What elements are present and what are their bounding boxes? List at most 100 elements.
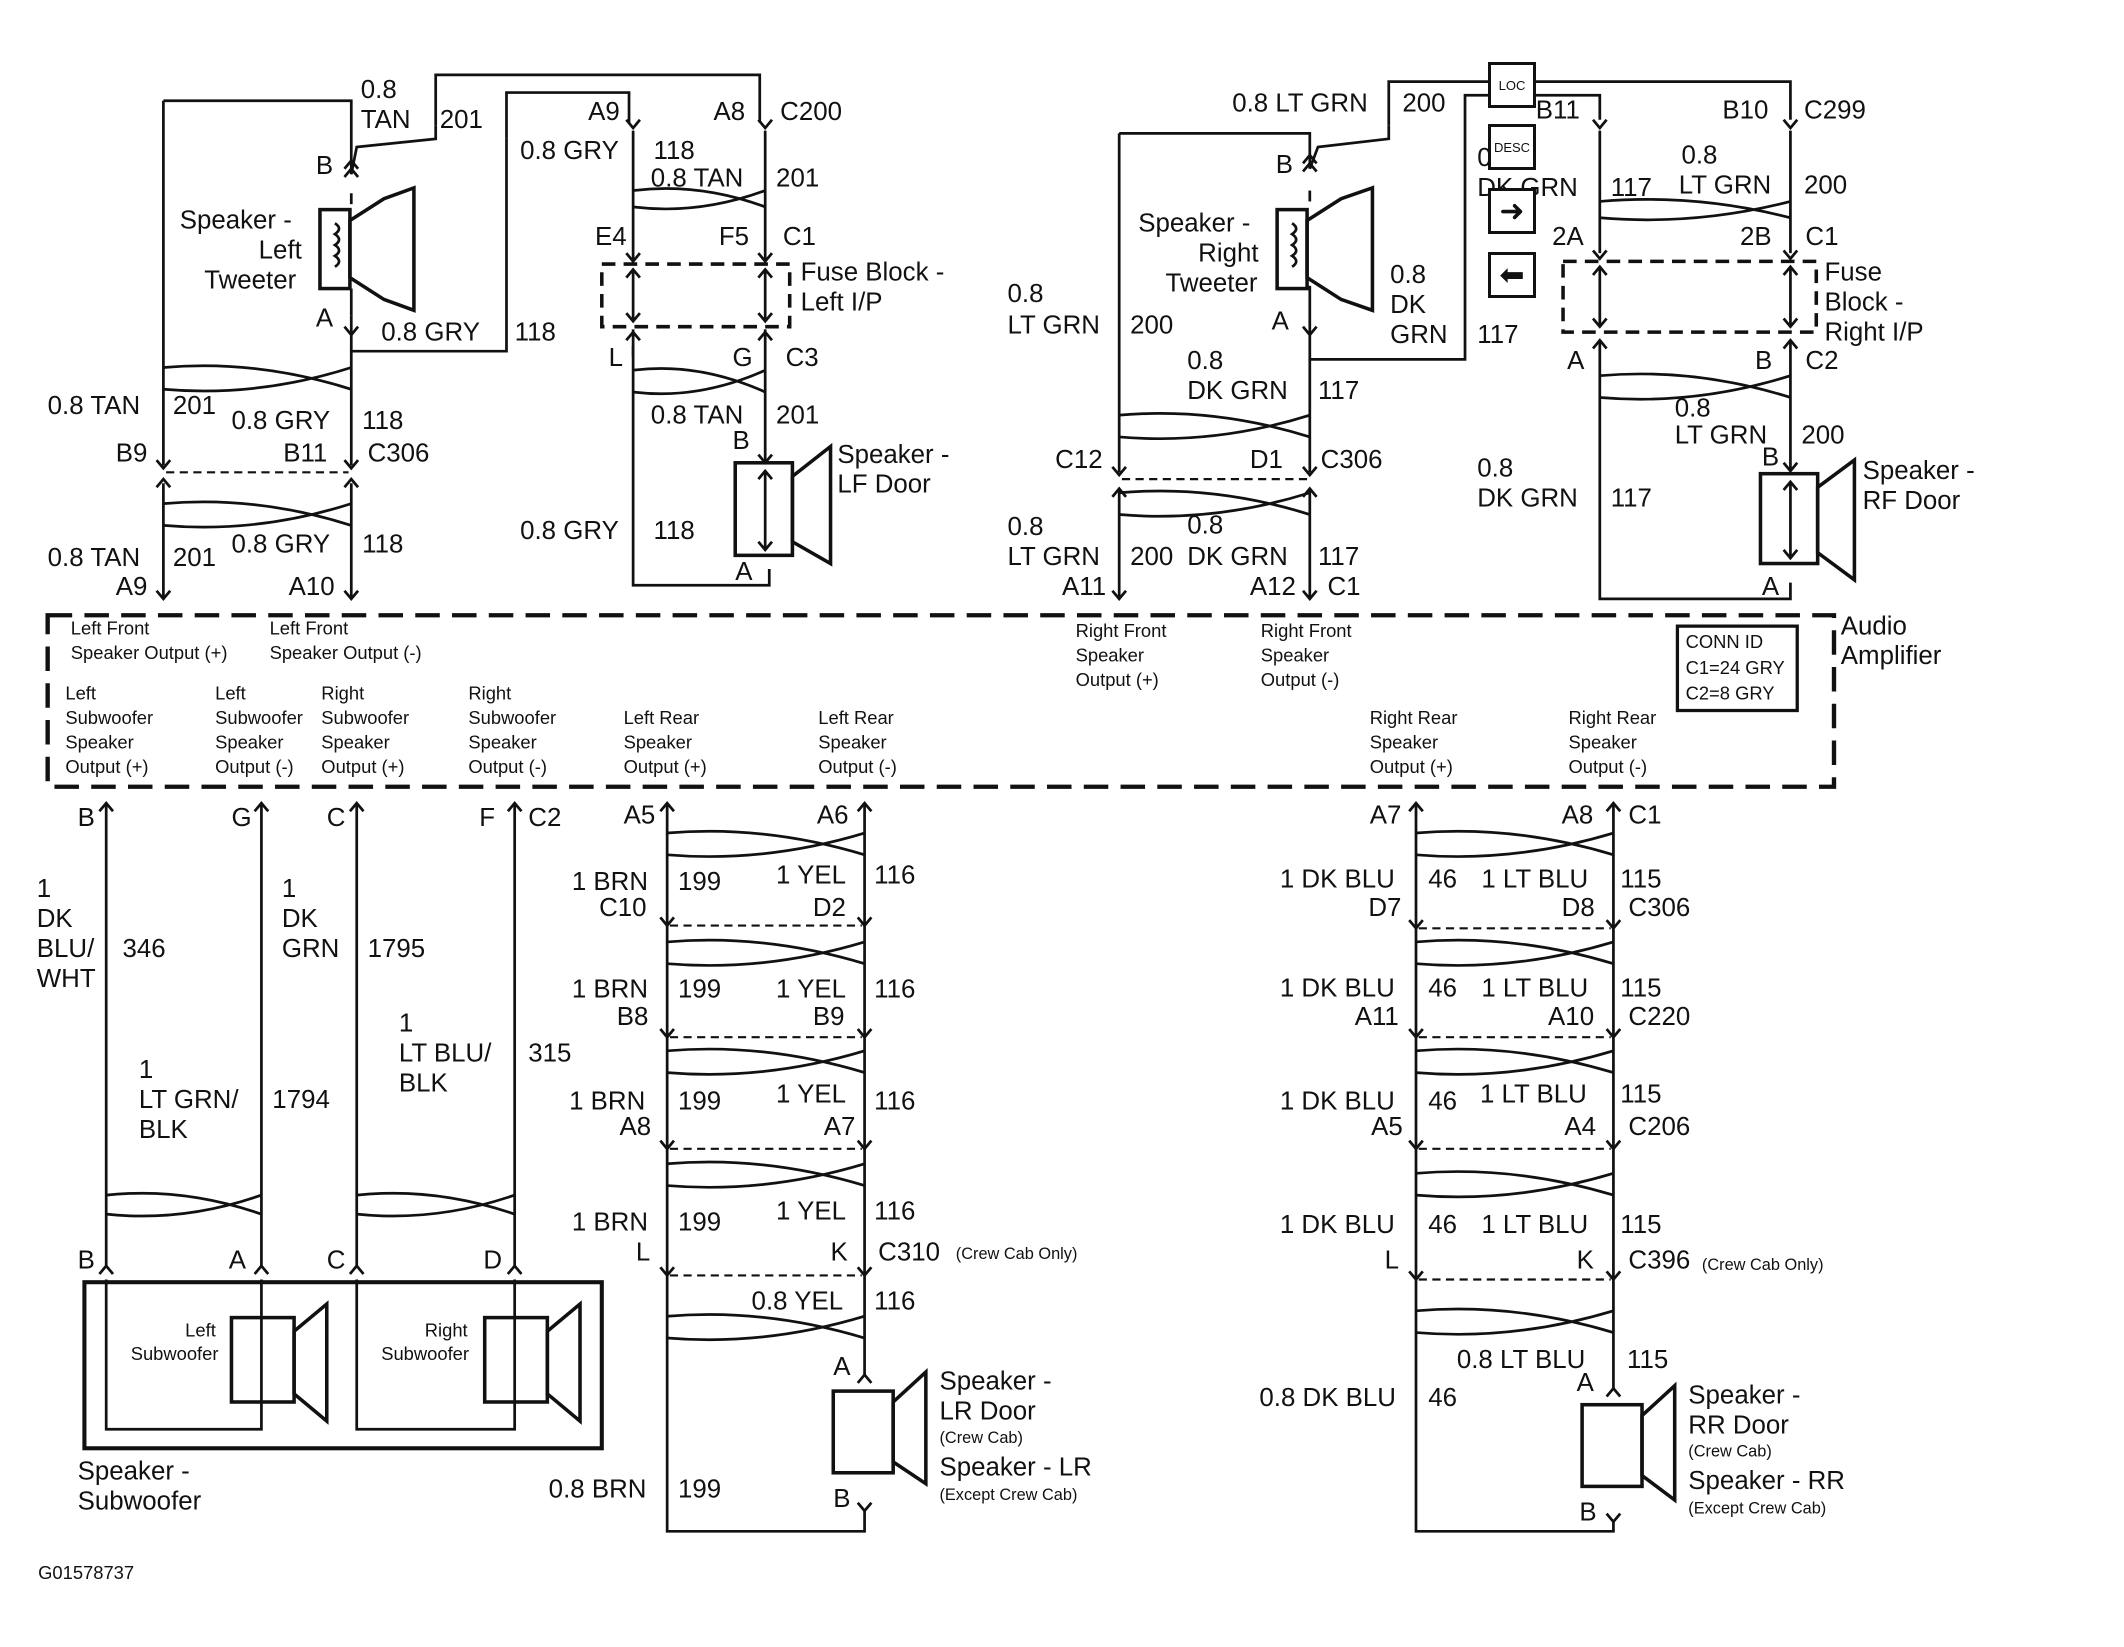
wire-label: BLU/ [37, 935, 95, 963]
wire-label: 0.8 GRY [381, 318, 480, 346]
wire-label: 117 [1611, 484, 1652, 512]
lr-door-speaker-icon [831, 1368, 928, 1487]
wire-label: LT BLU/ [399, 1040, 492, 1068]
audio-amplifier-label: Amplifier [1841, 642, 1942, 670]
wire-label: 199 [678, 1475, 721, 1503]
wire-label: 0.8 TAN [651, 401, 743, 429]
wire-label: 115 [1627, 1346, 1668, 1374]
wire-label: A5 [624, 802, 656, 830]
amp-output-label: Left [215, 683, 246, 704]
wire-label: A9 [116, 573, 148, 601]
fuse-block-left-label: Fuse Block - [801, 258, 945, 286]
wire-label: A9 [588, 98, 620, 126]
amp-output-label: Output (-) [818, 756, 897, 777]
speakers [82, 185, 1857, 1504]
rr-door-label: (Crew Cab) [1688, 1442, 1771, 1460]
right-subwoofer-label: Right [425, 1320, 468, 1341]
wire-label: 116 [874, 976, 915, 1004]
wire-label: B [78, 804, 95, 832]
wire-label: 1 DK BLU [1280, 974, 1395, 1002]
wire-label: B9 [116, 439, 148, 467]
back-arrow-icon[interactable]: ⬅ [1488, 252, 1536, 298]
wire-label: G [231, 804, 251, 832]
amp-output-label: Speaker [65, 732, 133, 753]
subwoofer-label: Speaker - [78, 1458, 190, 1486]
wire-label: 201 [440, 106, 483, 134]
wire-label: A [735, 558, 753, 586]
wire-label: 116 [874, 1087, 915, 1115]
wire-label: 0.8 TAN [48, 392, 140, 420]
fuse-block-right-label: Right I/P [1824, 318, 1923, 346]
wire-label: B [1579, 1498, 1596, 1526]
desc-button[interactable]: DESC [1488, 124, 1536, 170]
wire-label: DK GRN [1187, 543, 1288, 571]
wire-label: DK GRN [1477, 484, 1578, 512]
wire-label: B [78, 1247, 95, 1275]
wire-label: 199 [678, 868, 721, 896]
wire-label: DK [37, 905, 73, 933]
loc-button[interactable]: LOC [1488, 62, 1536, 108]
wire-label: C306 [368, 439, 430, 467]
wire-label: A [1567, 347, 1585, 375]
wire-label: B [1276, 151, 1293, 179]
amp-output-label: Subwoofer [65, 707, 153, 728]
rf-door-speaker-icon [1758, 456, 1857, 584]
wire-label: WHT [37, 965, 96, 993]
wire-label: 46 [1428, 974, 1457, 1002]
wire-label: C10 [599, 894, 646, 922]
wire-label: 46 [1428, 1384, 1457, 1412]
wire-label: L [636, 1238, 650, 1266]
wire-label: 1 BRN [572, 868, 648, 896]
crew-cab-note: (Crew Cab Only) [956, 1245, 1078, 1263]
wires [104, 73, 1792, 1533]
wire-label: A5 [1371, 1113, 1403, 1141]
wire-label: LT GRN [1008, 311, 1100, 339]
amp-output-label: Output (+) [65, 756, 148, 777]
wire-label: 315 [528, 1040, 571, 1068]
next-arrow-icon[interactable]: ➜ [1488, 188, 1536, 234]
wire-label: 0.8 [361, 76, 397, 104]
wire-label: F5 [719, 223, 749, 251]
wire-label: 199 [678, 1087, 721, 1115]
wire-label: 116 [874, 1198, 915, 1226]
wire-label: 0.8 BRN [549, 1475, 647, 1503]
wire-label: C1 [1805, 223, 1838, 251]
wire-label: C299 [1804, 96, 1866, 124]
amp-output-label: Subwoofer [215, 707, 303, 728]
wire-label: B [316, 152, 333, 180]
wire-label: 201 [173, 544, 216, 572]
wire-label: A11 [1062, 573, 1106, 601]
wire-label: K [831, 1238, 848, 1266]
conn-id-label: C1=24 GRY [1686, 657, 1785, 678]
wire-label: 1 LT BLU [1481, 1211, 1588, 1239]
wire-label: 0.8 YEL [752, 1287, 844, 1315]
amp-output-label: Output (+) [1370, 756, 1453, 777]
amp-output-label: Speaker Output (-) [270, 642, 422, 663]
conn-id-box [1675, 624, 1799, 713]
wire-label: C2 [528, 804, 561, 832]
wire-label: 200 [1130, 543, 1173, 571]
right-tweeter-label: Speaker - [1138, 209, 1250, 237]
wire-label: 200 [1130, 311, 1173, 339]
wire-label: A6 [817, 802, 849, 830]
wire-label: 2B [1740, 223, 1772, 251]
wire-label: D8 [1562, 894, 1595, 922]
right-tweeter-speaker-icon [1275, 185, 1375, 313]
wire-label: 1 DK BLU [1280, 1087, 1395, 1115]
wire-label: 1 LT BLU [1480, 1081, 1587, 1109]
wire-label: 200 [1801, 422, 1844, 450]
wire-label: C3 [786, 344, 819, 372]
rr-door-label: RR Door [1688, 1411, 1789, 1439]
wire-label: 118 [654, 137, 695, 165]
lr-door-label: Speaker - [939, 1368, 1051, 1396]
wire-label: B11 [283, 439, 327, 467]
amp-output-label: Output (-) [215, 756, 294, 777]
crew-cab-note: (Crew Cab Only) [1702, 1256, 1824, 1274]
wire-label: 1 [282, 875, 296, 903]
wire-label: C200 [780, 98, 842, 126]
wire-label: DK [282, 905, 318, 933]
wire-label: B11 [1536, 96, 1580, 124]
wire-label: 0.8 DK BLU [1259, 1384, 1396, 1412]
amp-output-label: Speaker [818, 732, 886, 753]
